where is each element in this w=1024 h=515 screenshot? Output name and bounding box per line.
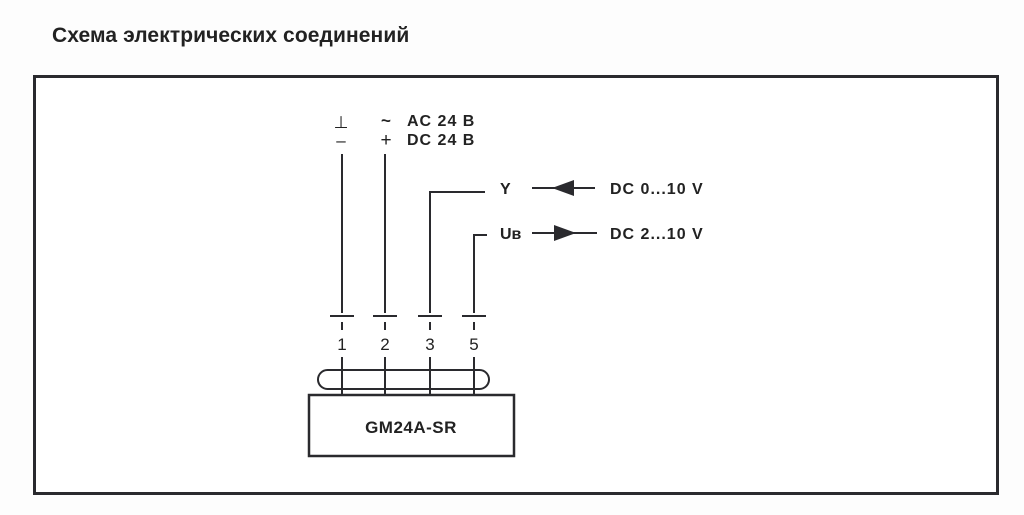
signal-y-range: DC 0...10 V (610, 181, 704, 198)
supply-ac-label: AC 24 B (407, 113, 475, 130)
signal-y-label: Y (500, 181, 511, 198)
diagram-frame (33, 75, 999, 495)
device-model-label: GM24A-SR (365, 418, 457, 437)
signal-u-range: DC 2...10 V (610, 226, 704, 243)
terminal-number: 3 (425, 335, 434, 354)
wire-3 (429, 191, 485, 313)
minus-symbol: – (336, 131, 346, 150)
terminal-number: 1 (337, 335, 346, 354)
arrow-left-icon (552, 180, 574, 196)
terminal-number: 5 (469, 335, 478, 354)
terminal-number: 2 (380, 335, 389, 354)
diagram-title: Схема электрических соединений (52, 24, 410, 47)
wire-5 (473, 234, 487, 313)
signal-u-label: Uв (500, 226, 522, 243)
arrow-right-icon (554, 225, 576, 241)
supply-dc-label: DC 24 B (407, 132, 475, 149)
cable-sheath (317, 369, 490, 390)
ground-symbol: ⊥ (334, 113, 349, 132)
plus-symbol: + (380, 130, 391, 151)
device-box (307, 393, 516, 458)
ac-symbol: ~ (381, 111, 391, 130)
